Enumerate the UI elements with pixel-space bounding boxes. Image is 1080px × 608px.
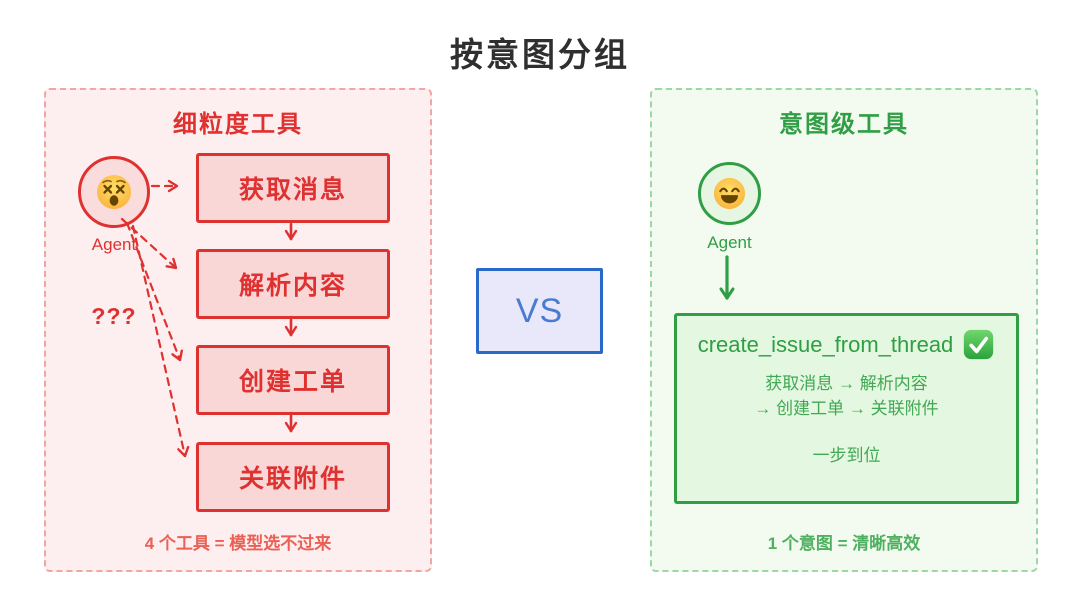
fine-grained-tools-panel: 细粒度工具 Agent ??? 获取消息 解析内容 创建工单 关联附件 4 [44, 88, 432, 572]
flow-line-1: 获取消息 → 解析内容 [765, 374, 928, 393]
right-panel-title: 意图级工具 [779, 111, 909, 138]
agent-label: Agent [91, 235, 137, 254]
tool-box-create-ticket: 创建工单 [196, 345, 390, 415]
happy-agent-node [698, 162, 761, 225]
tool-name: create_issue_from_thread [697, 331, 954, 357]
left-panel-title: 细粒度工具 [173, 111, 303, 138]
question-marks: ??? [91, 303, 137, 329]
left-caption: 4 个工具 = 模型选不过来 [144, 534, 332, 553]
flow-line-2: → 创建工单 → 关联附件 [754, 398, 939, 418]
right-caption: 1 个意图 = 清晰高效 [767, 534, 921, 553]
confused-agent-node [78, 156, 150, 228]
agent-label: Agent [707, 233, 752, 252]
tool-box-get-message: 获取消息 [196, 153, 390, 223]
smiling-face-emoji-icon [713, 177, 746, 210]
vs-box: VS [476, 268, 603, 354]
tool-box-link-attachment: 关联附件 [196, 442, 390, 512]
intent-tool-box: create_issue_from_thread 获取消息 → 解析内容 → 创… [674, 313, 1019, 504]
check-mark-icon [964, 329, 994, 360]
vs-label: VS [515, 291, 564, 330]
page-title: 按意图分组 [450, 36, 630, 73]
tool-box-parse-content: 解析内容 [196, 249, 390, 319]
summary-text: 一步到位 [812, 446, 881, 466]
intent-tool-title-row: create_issue_from_thread [677, 328, 1016, 361]
dizzy-face-emoji-icon [97, 175, 131, 209]
intent-level-tools-panel: 意图级工具 Agent create_issue_from_thread [650, 88, 1038, 572]
